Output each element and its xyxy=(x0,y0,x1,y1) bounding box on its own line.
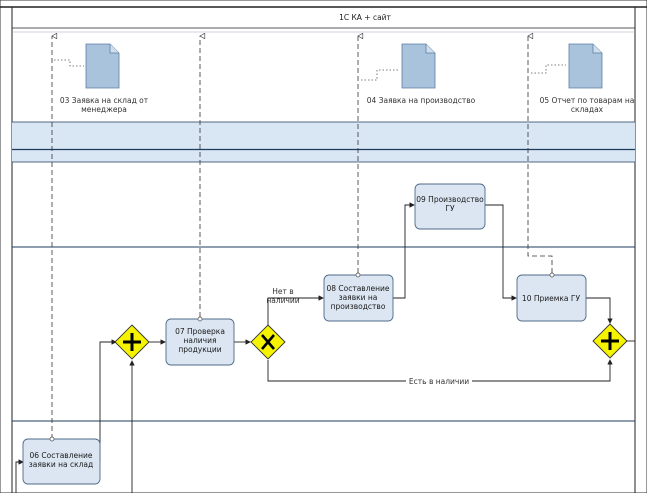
parallel-gateway-1[interactable] xyxy=(114,324,150,360)
x-icon xyxy=(261,334,275,350)
task-10[interactable]: 10 Приемка ГУ xyxy=(516,272,587,322)
task-08-label: 08 Составление xyxy=(326,284,389,293)
svg-text:08 Составление: 08 Составление xyxy=(326,284,389,293)
svg-text:заявки на: заявки на xyxy=(339,293,378,302)
task-07-label: 07 Проверка xyxy=(175,327,225,336)
svg-text:менеджера: менеджера xyxy=(81,105,127,114)
svg-text:04 Заявка на производство: 04 Заявка на производство xyxy=(367,96,476,105)
plus-icon xyxy=(601,332,619,350)
exclusive-gateway[interactable] xyxy=(250,324,286,360)
data-associations xyxy=(52,36,553,439)
flow-label-not-available: Нет в xyxy=(272,287,293,296)
svg-text:складах: складах xyxy=(571,105,604,114)
document-04-icon xyxy=(401,43,436,89)
document-05-icon xyxy=(568,43,603,89)
svg-text:наличия: наличия xyxy=(184,336,217,345)
svg-text:09 Производство: 09 Производство xyxy=(416,195,484,204)
document-05-label-2: складах xyxy=(571,105,604,114)
plus-icon xyxy=(123,333,141,351)
document-03-icon xyxy=(85,43,120,89)
flow-label-available: Есть в наличии xyxy=(409,377,469,386)
svg-text:03 Заявка на склад от: 03 Заявка на склад от xyxy=(60,96,149,105)
document-03-label: 03 Заявка на склад от xyxy=(60,96,149,105)
task-07[interactable]: 07 Проверка наличия продукции xyxy=(165,316,235,366)
svg-text:07 Проверка: 07 Проверка xyxy=(175,327,225,336)
svg-text:06 Составление: 06 Составление xyxy=(29,451,92,460)
svg-text:Нет в: Нет в xyxy=(272,287,293,296)
document-04-label: 04 Заявка на производство xyxy=(367,96,476,105)
task-09-label-2: ГУ xyxy=(445,204,455,213)
task-08-label-3: производство xyxy=(331,302,386,311)
svg-text:ГУ: ГУ xyxy=(445,204,455,213)
document-05-label: 05 Отчет по товарам на xyxy=(540,96,635,105)
sequence-flows xyxy=(15,202,635,493)
system-lane-label: 1С КА + сайт xyxy=(339,13,391,22)
svg-text:заявки на склад: заявки на склад xyxy=(29,460,93,469)
task-07-label-2: наличия xyxy=(184,336,217,345)
task-07-label-3: продукции xyxy=(178,345,221,354)
document-03[interactable]: 03 Заявка на склад от менеджера xyxy=(60,43,149,114)
task-06-label-2: заявки на склад xyxy=(29,460,93,469)
task-09[interactable]: 09 Производство ГУ xyxy=(414,183,486,230)
document-03-label-2: менеджера xyxy=(81,105,127,114)
blue-lanes xyxy=(12,121,635,163)
task-06-label: 06 Составление xyxy=(29,451,92,460)
task-08-label-2: заявки на xyxy=(339,293,378,302)
svg-text:продукции: продукции xyxy=(178,345,221,354)
task-09-label: 09 Производство xyxy=(416,195,484,204)
task-10-label: 10 Приемка ГУ xyxy=(522,294,581,303)
svg-text:10 Приемка ГУ: 10 Приемка ГУ xyxy=(522,294,581,303)
task-06[interactable]: 06 Составление заявки на склад xyxy=(22,436,101,485)
svg-text:05 Отчет по товарам на: 05 Отчет по товарам на xyxy=(540,96,635,105)
svg-text:производство: производство xyxy=(331,302,386,311)
svg-text:Есть в наличии: Есть в наличии xyxy=(409,377,469,386)
document-04[interactable]: 04 Заявка на производство xyxy=(367,43,476,105)
parallel-gateway-2[interactable] xyxy=(592,323,628,359)
flow-label-not-available-2: наличии xyxy=(266,296,299,305)
system-lane: 1С КА + сайт xyxy=(12,13,635,33)
document-05[interactable]: 05 Отчет по товарам на складах xyxy=(540,43,635,114)
svg-text:наличии: наличии xyxy=(266,296,299,305)
task-08[interactable]: 08 Составление заявки на производство xyxy=(323,272,394,322)
